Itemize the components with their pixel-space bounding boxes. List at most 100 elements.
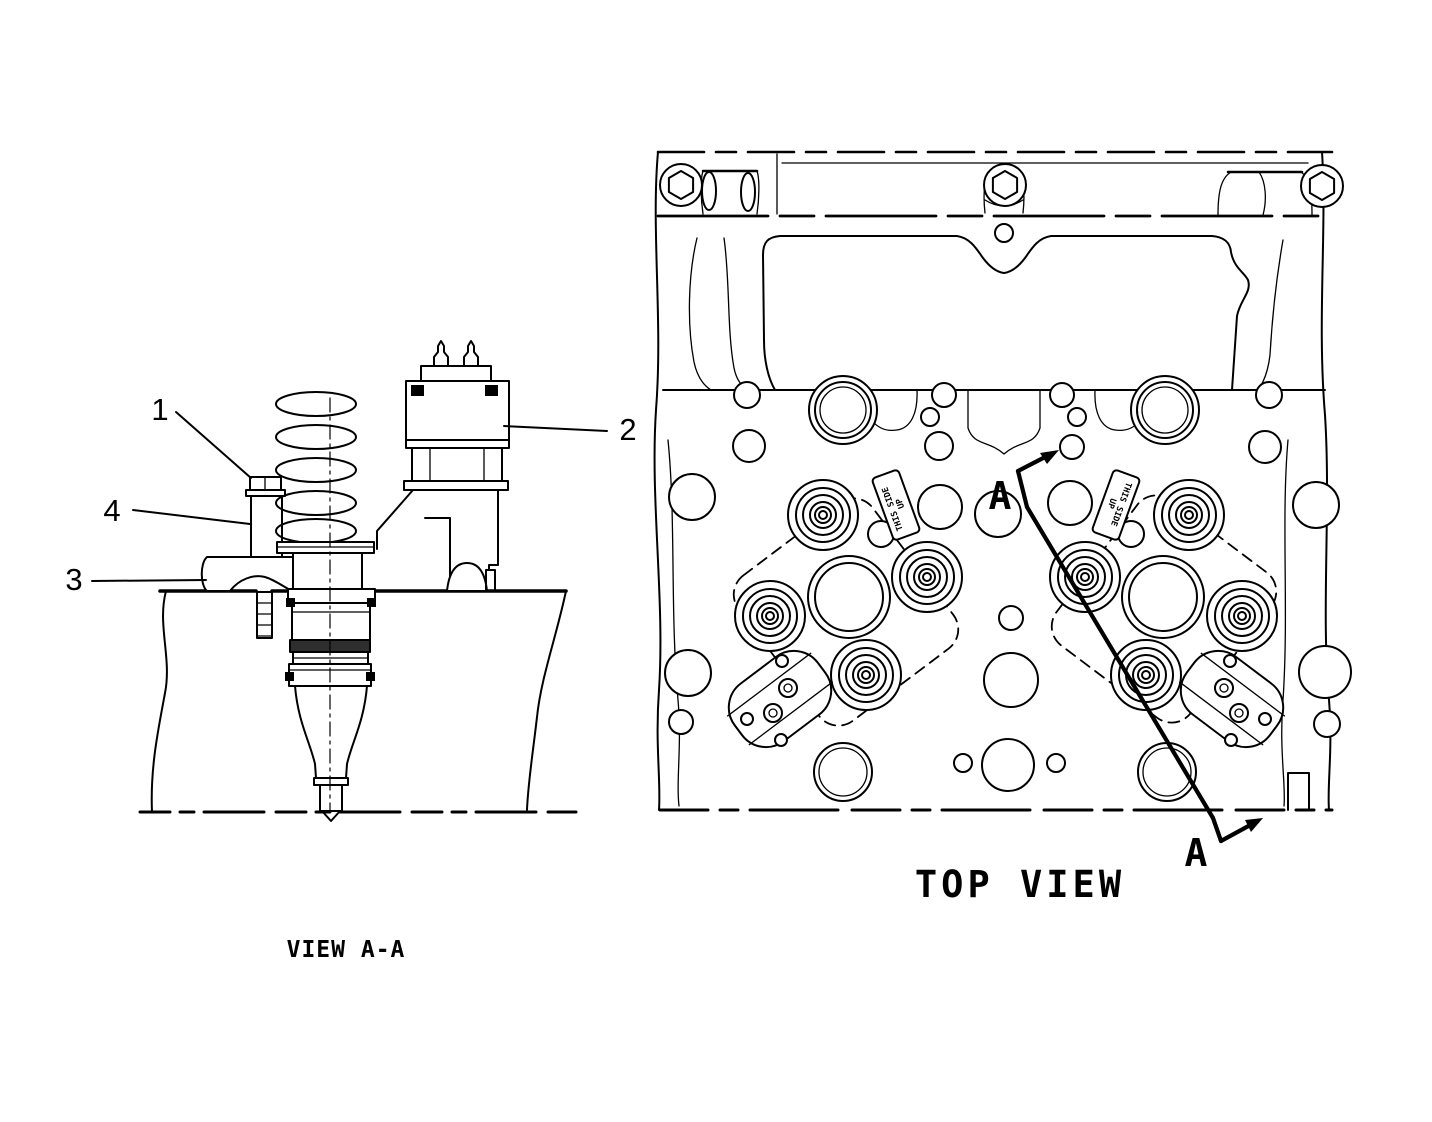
injector-nozzle-step — [313, 777, 349, 786]
injector-bore — [807, 555, 891, 639]
center-web — [967, 389, 1041, 455]
hole — [1292, 481, 1340, 529]
hex-bolt — [983, 163, 1027, 207]
hole — [994, 223, 1014, 243]
block-right-edge — [526, 590, 567, 811]
solenoid-block — [411, 447, 503, 482]
solenoid-flange — [403, 480, 509, 491]
cylinder-head-block — [138, 589, 578, 814]
valve-spring — [1153, 479, 1225, 551]
oval-slot — [701, 171, 717, 211]
terminal-stud — [433, 340, 449, 367]
section-label-top: A — [989, 474, 1012, 518]
section-arrowhead-top — [1040, 450, 1059, 464]
top-view-caption: TOP VIEW — [915, 863, 1125, 906]
left-break-edge — [653, 151, 662, 811]
hole — [668, 709, 694, 735]
valve-spring — [891, 541, 963, 613]
hole — [974, 490, 1022, 538]
solenoid-cap — [420, 365, 492, 382]
hole — [1067, 407, 1087, 427]
injector-flange — [287, 588, 376, 604]
hole — [1059, 434, 1085, 460]
front-wall-contour-right — [1257, 239, 1284, 391]
injector-spring — [275, 391, 375, 554]
hole — [732, 429, 766, 463]
leader-line-4 — [132, 509, 251, 525]
hex-bolt — [659, 163, 703, 207]
tag-line-2: UP — [1105, 497, 1118, 510]
front-wall-contour-left — [688, 237, 749, 391]
hole — [920, 407, 940, 427]
o-ring — [367, 598, 376, 607]
hole — [1313, 710, 1341, 738]
solenoid-inner-edge — [424, 517, 451, 591]
valve-spring — [1206, 580, 1278, 652]
injector-hold-down-clamp — [200, 476, 294, 592]
valve-spring — [734, 580, 806, 652]
injector-lower-body — [285, 397, 376, 822]
callouts: 1 2 3 4 — [65, 392, 636, 597]
callout-3: 3 — [65, 562, 82, 597]
hole — [924, 431, 954, 461]
hole — [983, 652, 1039, 708]
terminal-stud — [463, 340, 479, 367]
injector-solenoid — [376, 340, 510, 592]
tag-line-2: UP — [894, 497, 907, 510]
hole — [998, 605, 1024, 631]
hole — [1049, 382, 1075, 408]
clamp-stud — [256, 591, 273, 639]
section-arrowhead-bottom — [1245, 818, 1263, 832]
hole-inner — [1142, 747, 1192, 797]
injector-bore-inner — [1128, 562, 1198, 632]
bottom-right-step — [1287, 772, 1310, 811]
this-side-up-tag: THIS SIDE UP — [1091, 469, 1141, 541]
head-holes — [664, 223, 1352, 802]
hole — [813, 742, 873, 802]
section-view: 1 2 3 4 VIEW A-A — [65, 340, 637, 963]
hole — [1046, 753, 1066, 773]
section-view-caption: VIEW A-A — [287, 937, 406, 963]
cylinder-group-left: THIS SIDE UP — [726, 469, 963, 749]
pedestal-bolt — [775, 654, 789, 668]
injector-bore — [1121, 555, 1205, 639]
callout-1: 1 — [151, 392, 168, 427]
leader-line-2 — [503, 425, 608, 432]
section-label-bottom: A — [1185, 831, 1208, 875]
solenoid-lower-left — [376, 489, 414, 550]
leader-line-1 — [175, 411, 252, 479]
solenoid-band — [405, 439, 510, 449]
callout-2: 2 — [619, 412, 636, 447]
this-side-up-tag: THIS SIDE UP — [871, 469, 921, 541]
pedestal-bolt — [740, 712, 754, 726]
rocker-pedestal — [1178, 649, 1286, 749]
hole — [917, 484, 963, 530]
hole — [733, 381, 761, 409]
hole — [1298, 645, 1352, 699]
hole — [1047, 480, 1093, 526]
o-ring — [366, 672, 375, 681]
o-ring — [286, 598, 295, 607]
pedestal-bolt — [1223, 654, 1237, 668]
leader-line-3 — [91, 579, 207, 582]
pedestal-bolt — [1224, 733, 1238, 747]
pedestal-bolt — [1258, 712, 1272, 726]
injector-upper-body — [292, 552, 363, 590]
side-contour-right — [1281, 439, 1289, 807]
section-line-a-a: A A — [989, 450, 1263, 875]
solenoid-seal — [411, 385, 424, 396]
hole — [1255, 381, 1283, 409]
solenoid-lower-right — [488, 489, 499, 571]
injector-barrel — [291, 602, 371, 641]
oval-slot — [740, 172, 756, 212]
top-view: THIS SIDE UP — [653, 150, 1352, 906]
injector-bore-inner — [814, 562, 884, 632]
valve-spring — [787, 479, 859, 551]
hole — [1248, 430, 1282, 464]
hex-bolt — [1300, 164, 1344, 208]
hole — [664, 649, 712, 697]
rocker-pedestal — [726, 649, 834, 749]
cylinder-group-right: THIS SIDE UP — [1047, 469, 1286, 749]
